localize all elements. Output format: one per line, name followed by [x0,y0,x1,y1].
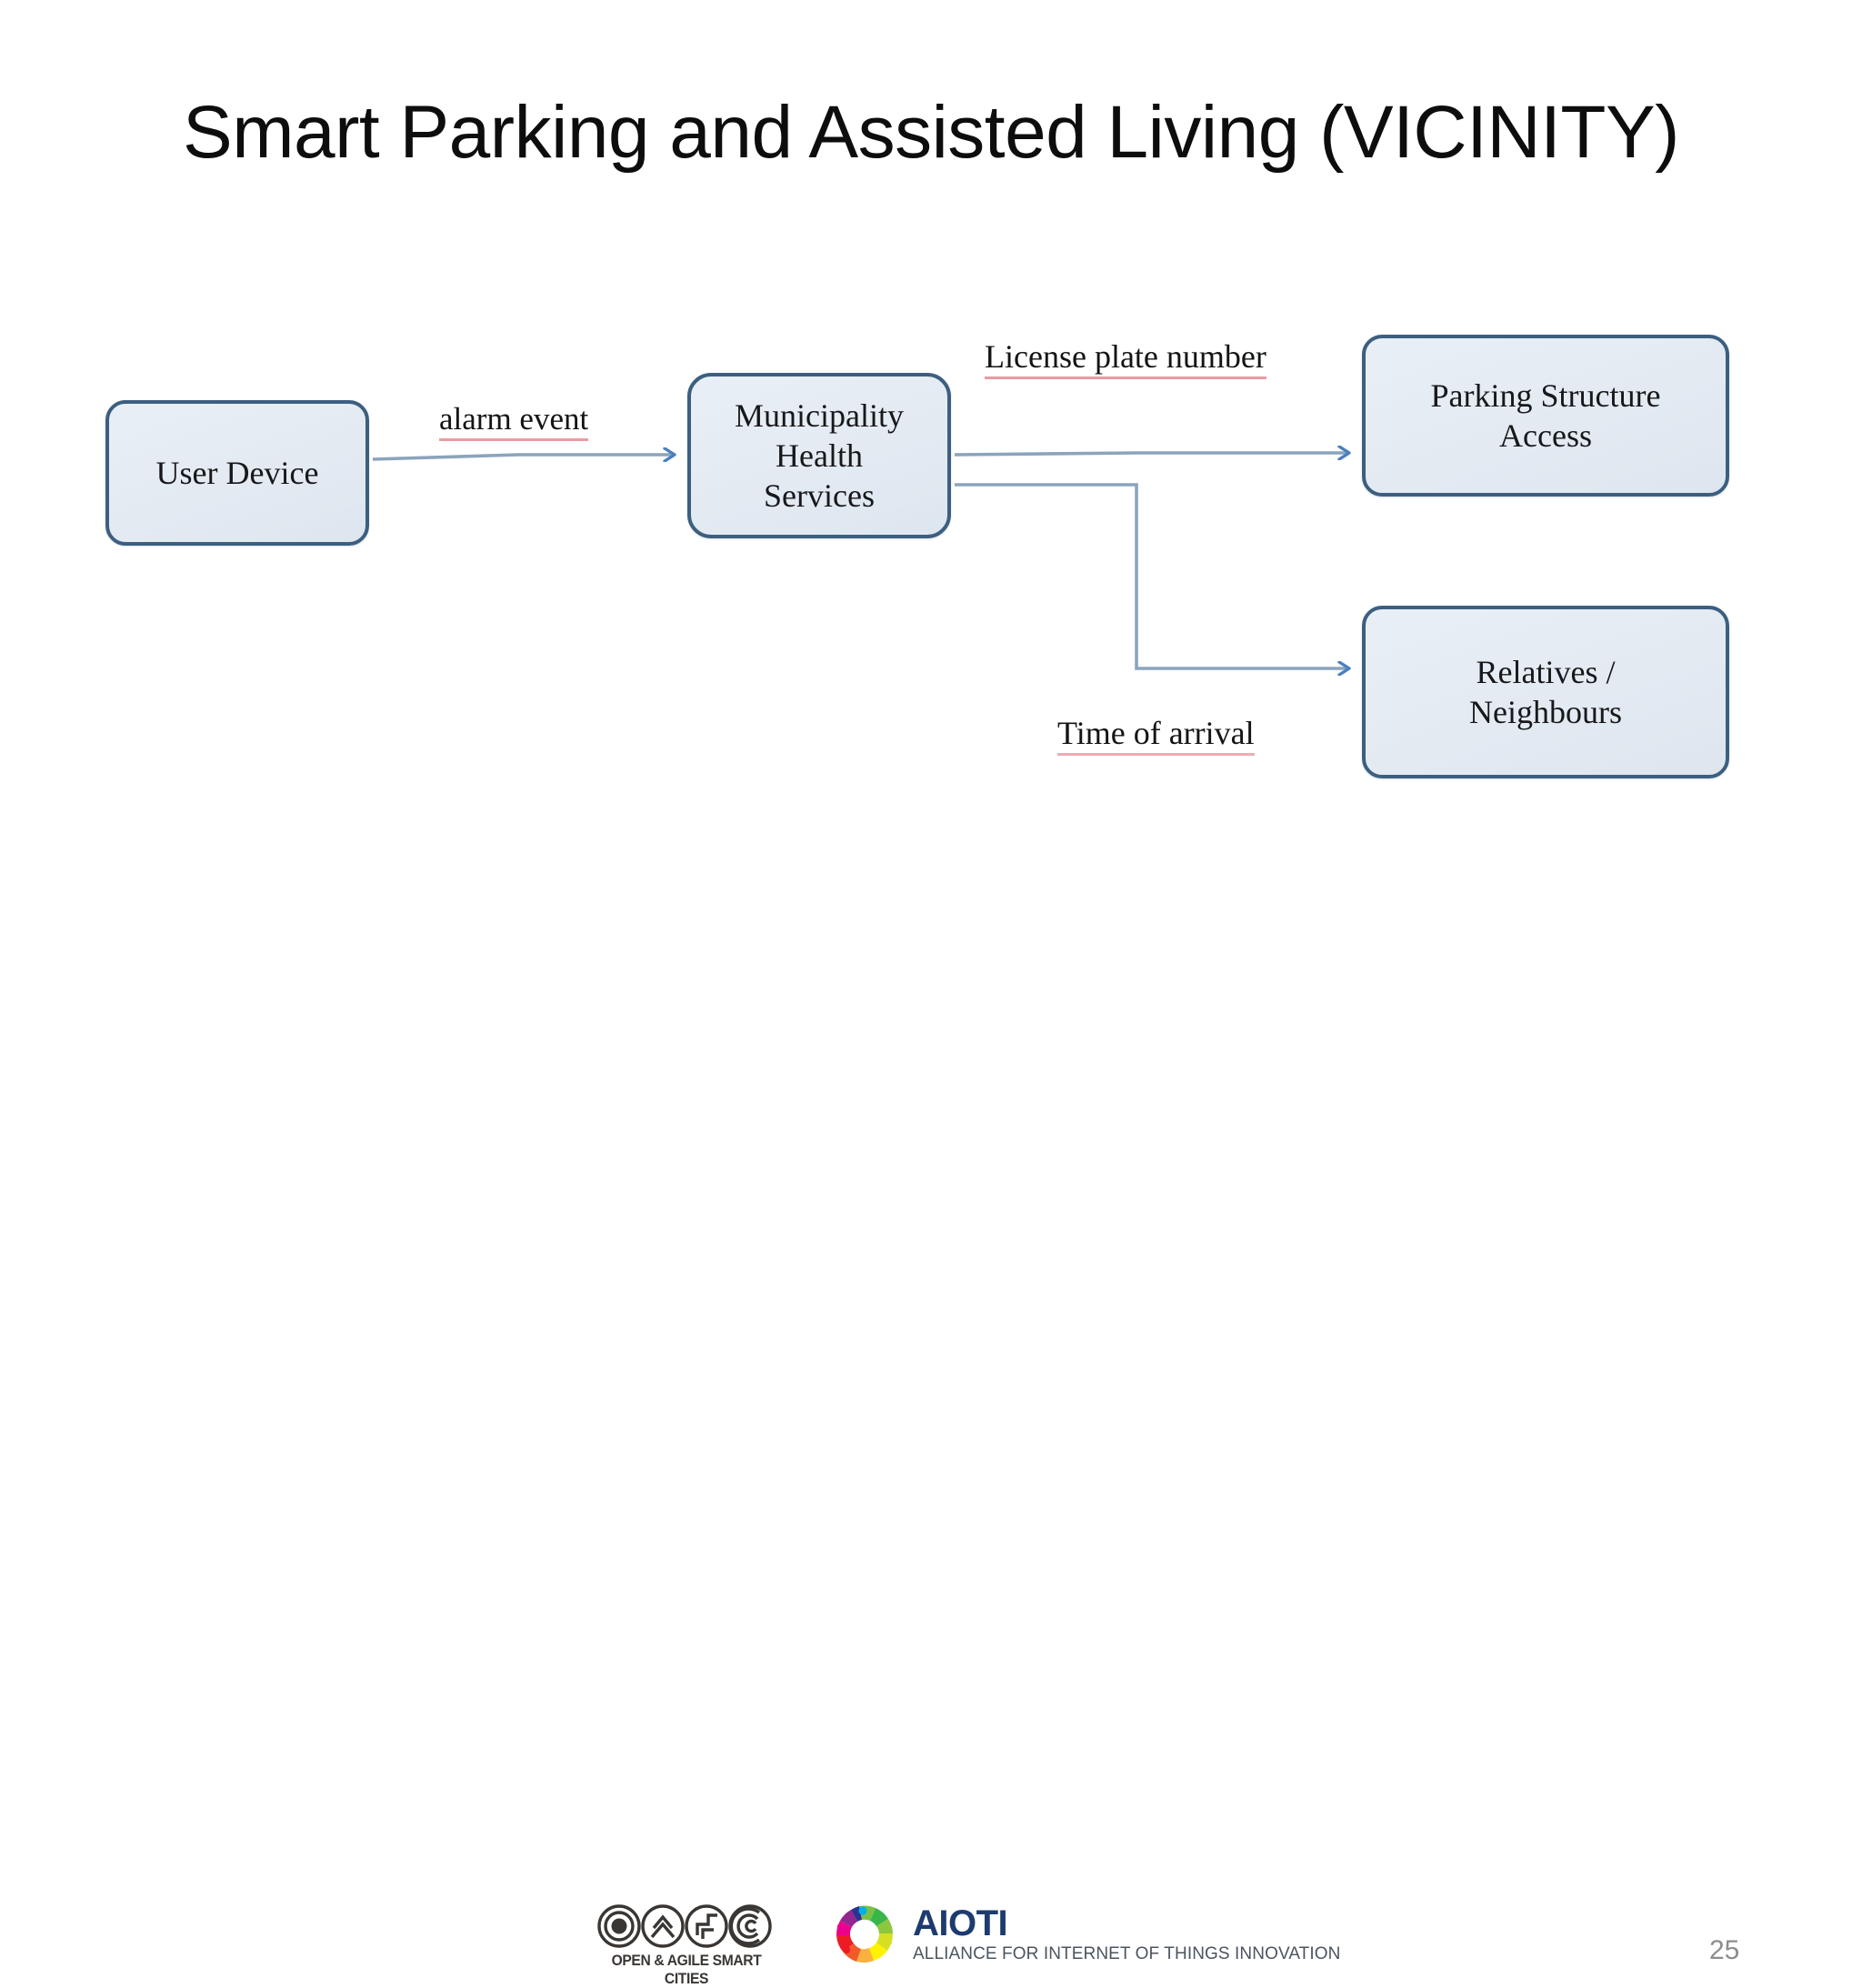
oasc-mark-icon [597,1904,772,1948]
page-title: Smart Parking and Assisted Living (VICIN… [183,91,1679,174]
node-municipality-line-1: Municipality [735,397,904,434]
node-parking-label: Parking Structure Access [1422,376,1670,456]
oasc-name: OPEN & AGILE SMART CITIES [611,1952,762,1987]
connector-municipality-to-relatives [955,483,1347,668]
slide-number: 25 [1709,1935,1740,1965]
node-municipality-line-2: Health [776,437,863,474]
slide-footer: OPEN & AGILE SMART CITIES [0,946,1862,1987]
edge-label-time-of-arrival-text: Time of arrival [1057,714,1255,756]
node-relatives-line-1: Relatives / [1476,654,1616,690]
edge-label-alarm-event: alarm event [439,401,589,441]
aioti-ring-icon [836,1905,894,1963]
node-relatives-neighbours[interactable]: Relatives / Neighbours [1362,606,1729,778]
aioti-name: AIOTI [913,1903,1008,1943]
node-relatives-line-2: Neighbours [1469,694,1622,730]
flow-diagram: User Device Municipality Health Services… [105,0,1862,1048]
connector-user-device-to-municipality [372,455,673,459]
edge-label-license-plate-number: License plate number [985,337,1266,379]
node-parking-structure-access[interactable]: Parking Structure Access [1362,335,1729,497]
node-user-device[interactable]: User Device [105,400,369,546]
connector-municipality-to-parking [954,453,1347,455]
node-relatives-label: Relatives / Neighbours [1460,652,1631,732]
node-user-device-label: User Device [155,455,319,491]
edge-label-alarm-event-text: alarm event [439,401,589,441]
edge-label-license-plate-number-text: License plate number [985,337,1266,379]
node-municipality-label: Municipality Health Services [726,396,913,516]
diagram-connectors [372,0,1862,1048]
aioti-logo: AIOTI ALLIANCE FOR INTERNET OF THINGS IN… [829,1901,1340,1968]
node-municipality-line-3: Services [764,477,875,514]
edge-label-time-of-arrival: Time of arrival [1057,714,1255,756]
aioti-tagline: ALLIANCE FOR INTERNET OF THINGS INNOVATI… [913,1943,1341,1963]
node-parking-line-2: Access [1499,417,1592,454]
node-municipality-health-services[interactable]: Municipality Health Services [687,373,951,538]
node-parking-line-1: Parking Structure [1430,377,1661,414]
aioti-wordmark: AIOTI ALLIANCE FOR INTERNET OF THINGS IN… [913,1905,1340,1964]
oasc-logo: OPEN & AGILE SMART CITIES [596,1903,777,1988]
